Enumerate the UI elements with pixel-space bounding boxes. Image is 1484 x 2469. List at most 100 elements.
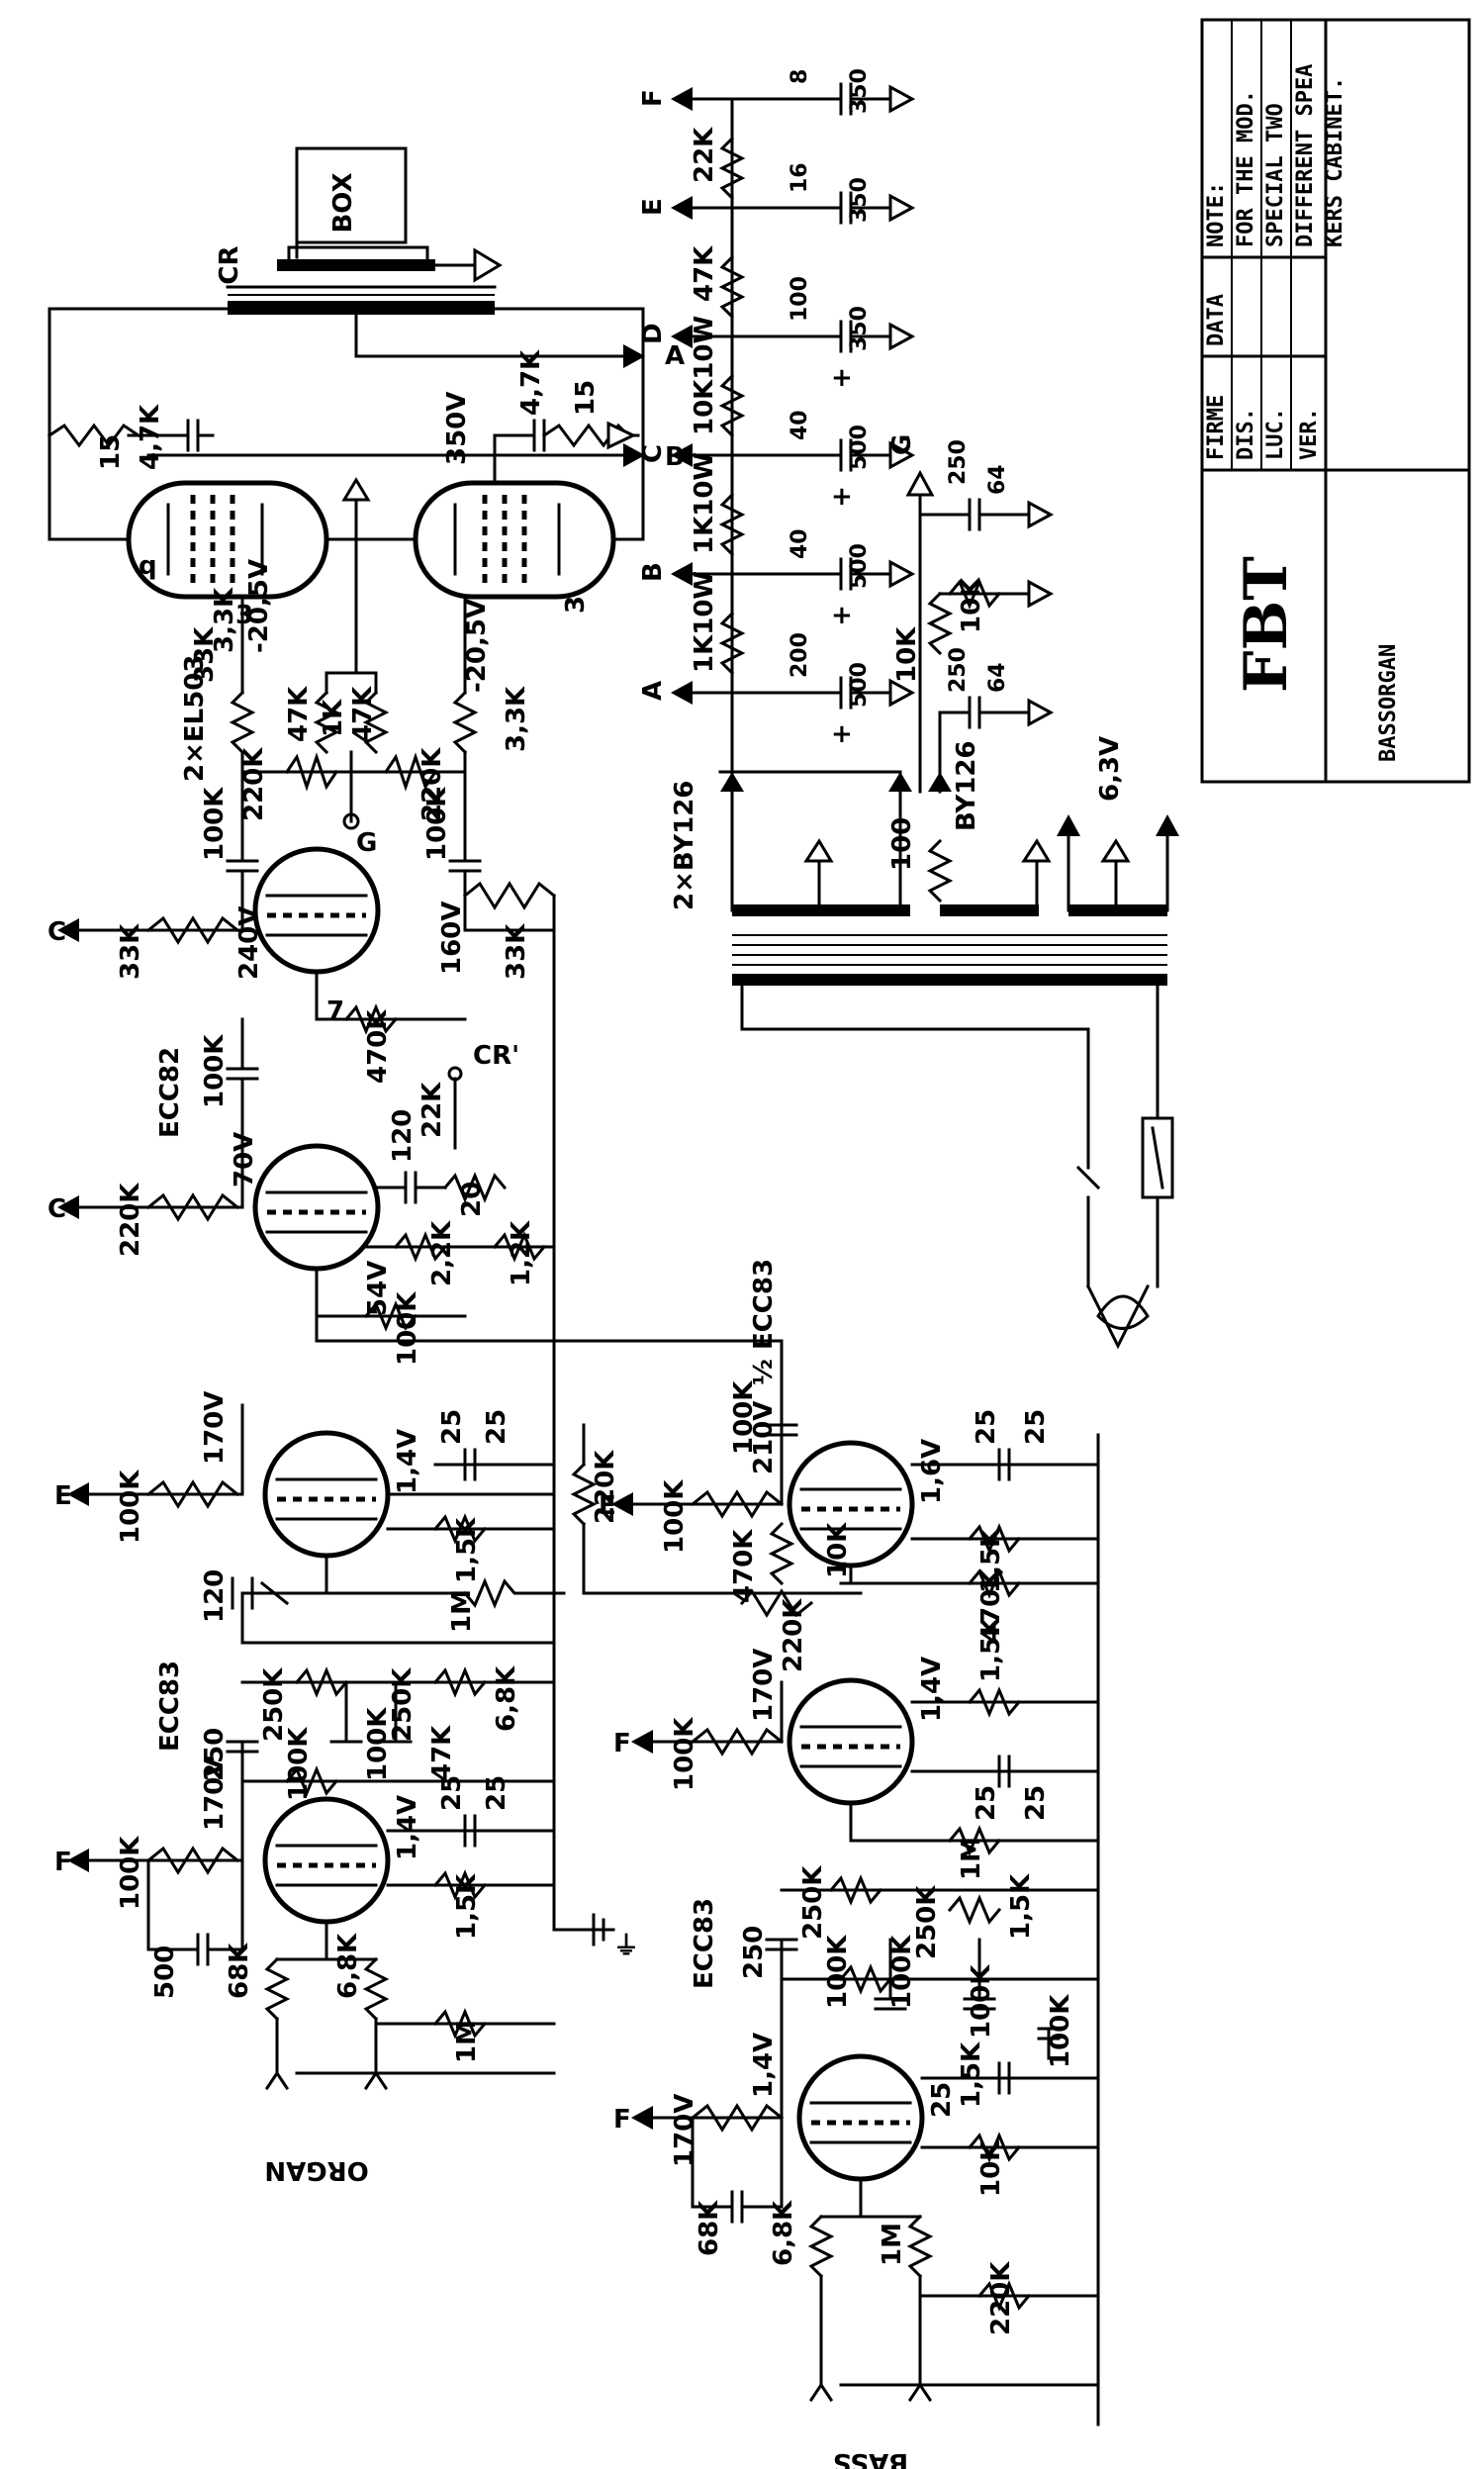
svg-text:25: 25 [1021,1409,1051,1445]
svg-text:25: 25 [482,1409,511,1445]
svg-text:1M: 1M [957,1837,986,1880]
inverter-tube-ecc82: C 33K 33K 240V 160V 7 470K [47,846,557,1932]
mixer: 220K [570,1423,863,1595]
organ-stage-2: ECC83 F 100K 170V 500 1,4V 25 25 1,5K 68… [54,1661,556,2091]
svg-text:47K: 47K [690,245,719,302]
svg-text:6,8K: 6,8K [769,2200,798,2266]
svg-text:100K: 100K [422,787,452,861]
bass-label: BASS [833,2447,908,2469]
svg-text:25: 25 [437,1409,467,1445]
svg-text:350V: 350V [442,392,472,465]
svg-text:3: 3 [235,601,253,630]
svg-text:ECC83: ECC83 [155,1661,185,1752]
svg-text:DIFFERENT SPEA: DIFFERENT SPEA [1293,64,1318,247]
cr-out-label: CR [215,245,244,284]
svg-text:100K: 100K [116,1836,145,1910]
svg-text:+: + [831,482,853,512]
svg-text:350: 350 [847,68,872,114]
svg-text:E: E [638,198,668,216]
svg-text:E: E [54,1481,72,1511]
svg-text:3,3K: 3,3K [502,686,531,752]
svg-text:F: F [613,2105,631,2135]
svg-text:470K: 470K [729,1529,759,1603]
power-tube-right [413,480,616,600]
power-tube-left [126,480,329,600]
svg-text:100K: 100K [200,787,230,861]
svg-text:1K: 1K [319,699,348,737]
svg-text:220K: 220K [239,747,269,821]
svg-text:33K: 33K [190,626,220,683]
svg-text:-20,5V: -20,5V [244,559,274,653]
svg-text:100K: 100K [670,1717,699,1791]
svg-text:1,4V: 1,4V [393,1429,422,1494]
svg-text:E: E [599,1491,616,1521]
svg-text:100: 100 [887,817,917,871]
svg-text:10K: 10K [976,2140,1006,2197]
svg-text:6,8K: 6,8K [492,1665,521,1732]
svg-text:120: 120 [200,1569,230,1623]
model-name: BASSORGAN [1376,644,1401,762]
tube-q-label: q [139,551,157,581]
svg-text:+: + [831,363,853,393]
organ-stage-1: E 100K 170V 1,4V 25 25 1,5K 120 1M [54,1391,566,1645]
svg-text:1M: 1M [878,2223,907,2266]
svg-text:100K: 100K [967,1964,996,2039]
svg-text:100K: 100K [1046,1994,1075,2068]
output-transformer: BOX CR [215,146,503,315]
svg-text:120: 120 [388,1109,417,1163]
svg-text:4,7K: 4,7K [516,349,546,416]
svg-text:10K: 10K [892,626,922,683]
svg-text:64: 64 [985,464,1010,495]
svg-text:25: 25 [482,1775,511,1811]
svg-text:KERS CABINET.: KERS CABINET. [1323,77,1347,247]
svg-text:250: 250 [739,1926,769,1979]
svg-text:100K: 100K [729,1380,759,1455]
svg-text:33K: 33K [116,923,145,980]
svg-text:210V: 210V [749,1401,779,1474]
bass-stage-2: F 100K 170V 1,4V 1,5K 25 25 1M [613,1616,1100,1880]
svg-text:16: 16 [788,162,812,193]
svg-text:1,5K: 1,5K [1006,1873,1036,1940]
svg-text:500: 500 [847,425,872,470]
svg-text:100K: 100K [393,1291,422,1366]
svg-text:+: + [831,719,853,749]
svg-text:100K: 100K [200,1034,230,1108]
svg-text:40: 40 [788,410,812,440]
svg-text:220K: 220K [986,2261,1016,2335]
svg-text:1,5K: 1,5K [452,1517,482,1583]
svg-text:DIS.: DIS. [1234,408,1258,460]
svg-text:CR': CR' [473,1041,519,1071]
svg-text:1K10W: 1K10W [690,452,719,554]
svg-text:100K: 100K [660,1479,690,1554]
svg-text:250: 250 [946,439,971,485]
svg-text:3,3K: 3,3K [210,587,239,653]
svg-text:4,7K: 4,7K [136,404,165,470]
svg-text:25: 25 [437,1775,467,1811]
svg-text:7: 7 [326,997,344,1026]
svg-text:200: 200 [788,632,812,678]
bass-stage-3: ECC83 F 170V 1,4V 25 1,5K 10K 68K 6,8K 1… [613,1898,1100,2403]
svg-text:100K: 100K [363,1707,393,1781]
svg-text:1,2K: 1,2K [507,1220,536,1286]
svg-text:C: C [47,1194,66,1224]
svg-text:100K: 100K [284,1727,314,1801]
svg-text:250K: 250K [259,1667,289,1742]
bass-stage-1: ½ ECC83 100K E 100K 210V 470K 1,6V 25 25… [599,1259,1100,2426]
svg-text:220K: 220K [116,1183,145,1257]
svg-text:1M: 1M [447,1589,477,1633]
svg-text:100K: 100K [823,1935,853,2009]
svg-text:33K: 33K [502,923,531,980]
svg-text:22K: 22K [417,1082,447,1138]
svg-text:6,8K: 6,8K [333,1933,363,1999]
svg-text:68K: 68K [695,2200,724,2256]
svg-text:FOR THE MOD.: FOR THE MOD. [1234,90,1258,247]
box-label: BOX [328,172,358,233]
organ-label: ORGAN [264,2155,368,2185]
svg-text:G: G [887,434,917,455]
preamp-tube: ECC82 100K C 220K 70V 120 CR' 22K 20 2,2… [47,1017,784,1417]
svg-text:LUC.: LUC. [1263,408,1288,460]
svg-text:½ ECC83: ½ ECC83 [749,1259,779,1385]
svg-text:2,2K: 2,2K [427,1220,457,1286]
svg-text:F: F [638,89,668,107]
svg-text:1,5K: 1,5K [976,1616,1006,1682]
